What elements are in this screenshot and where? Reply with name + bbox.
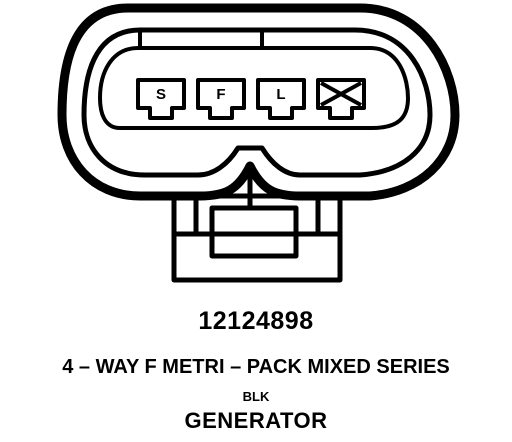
terminal-cell-s [136,78,186,120]
latch-outer-body [171,193,343,283]
latch-tab [209,205,299,259]
component-name: GENERATOR [184,408,328,433]
terminal-label-f: F [216,86,225,103]
terminal-cavity-frame [98,46,410,130]
connector-description: 4 – WAY F METRI – PACK MIXED SERIES [62,356,450,378]
terminal-label-s: S [156,86,166,103]
terminal-cell-l [256,78,306,120]
connector-housing-inner [81,27,433,178]
part-number: 12124898 [198,307,314,335]
terminal-label-l: L [276,86,285,103]
terminal-cell-f [196,78,246,120]
terminal-blocked-cross-b [320,81,362,107]
wire-color-label: BLK [242,389,270,404]
